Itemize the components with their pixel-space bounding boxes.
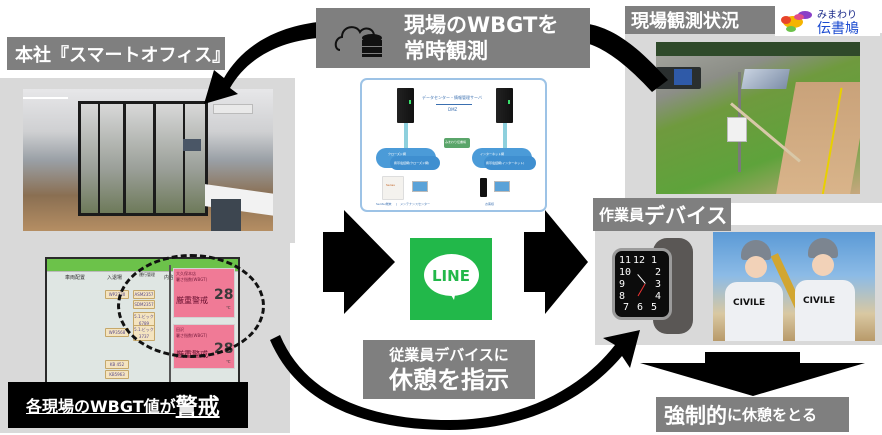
arrow-to-device: [524, 210, 588, 314]
server-right-icon: [496, 88, 513, 123]
pc-left-icon: [412, 181, 428, 192]
arc-arrow-bottom: [270, 330, 640, 430]
instruction-box: 従業員デバイスに 休憩を指示: [363, 340, 535, 399]
watch-face: 11 12 1 10 2 9 3 8 4 7 6 5: [619, 255, 662, 313]
smartphone-icon: [480, 178, 487, 197]
pc-right-icon: [494, 181, 510, 192]
arrow-down-result: [640, 352, 865, 396]
center-title-line2: 常時観測: [404, 39, 488, 63]
server-left-icon: [397, 88, 414, 123]
system-architecture-diagram: データセンター・情報管理サーバ DMZ クローズド網 携帯電話網(クローズド網)…: [360, 78, 547, 212]
mimawari-logo: みまわり 伝書鳩: [775, 4, 880, 37]
dmz-arrow-icon: [436, 104, 472, 105]
arrow-left-vertical: [404, 123, 408, 155]
arc-arrow-to-office: [204, 22, 318, 104]
cloud-database-icon: [334, 18, 384, 58]
sensu-device-icon: Sensu: [382, 176, 404, 200]
arrow-to-line: [323, 210, 395, 314]
workers-illustration: CIVILE CIVILE: [713, 232, 875, 341]
server-label: データセンター・情報管理サーバ: [422, 95, 482, 100]
result-label: 強制的 に休憩をとる: [656, 397, 849, 432]
line-app-icon[interactable]: LINE: [410, 238, 492, 320]
mimawari-small-logo: [444, 138, 470, 148]
arc-arrow-to-site: [589, 24, 668, 92]
site-label: 現場観測状況: [625, 6, 775, 34]
pigeon-logo-icon: [781, 11, 812, 32]
line-logo-text: LINE: [432, 267, 470, 285]
smartwatch-image: 11 12 1 10 2 9 3 8 4 7 6 5: [608, 236, 710, 336]
office-photo: [23, 89, 273, 231]
center-title-box: 現場のWBGTを 常時観測: [316, 8, 590, 68]
center-title-line1: 現場のWBGTを: [404, 13, 559, 37]
shirt-text-left: CIVILE: [733, 298, 766, 308]
highlight-ellipse: [117, 254, 265, 358]
shirt-text-right: CIVILE: [803, 296, 836, 306]
site-sensor-photo: [656, 42, 860, 194]
monitor-caption: 各現場のWBGT値が 警戒: [8, 382, 248, 428]
worker-device-label: 作業員 デバイス: [593, 198, 731, 231]
office-label: 本社『スマートオフィス』: [7, 37, 230, 70]
arrow-right-vertical: [503, 123, 507, 155]
